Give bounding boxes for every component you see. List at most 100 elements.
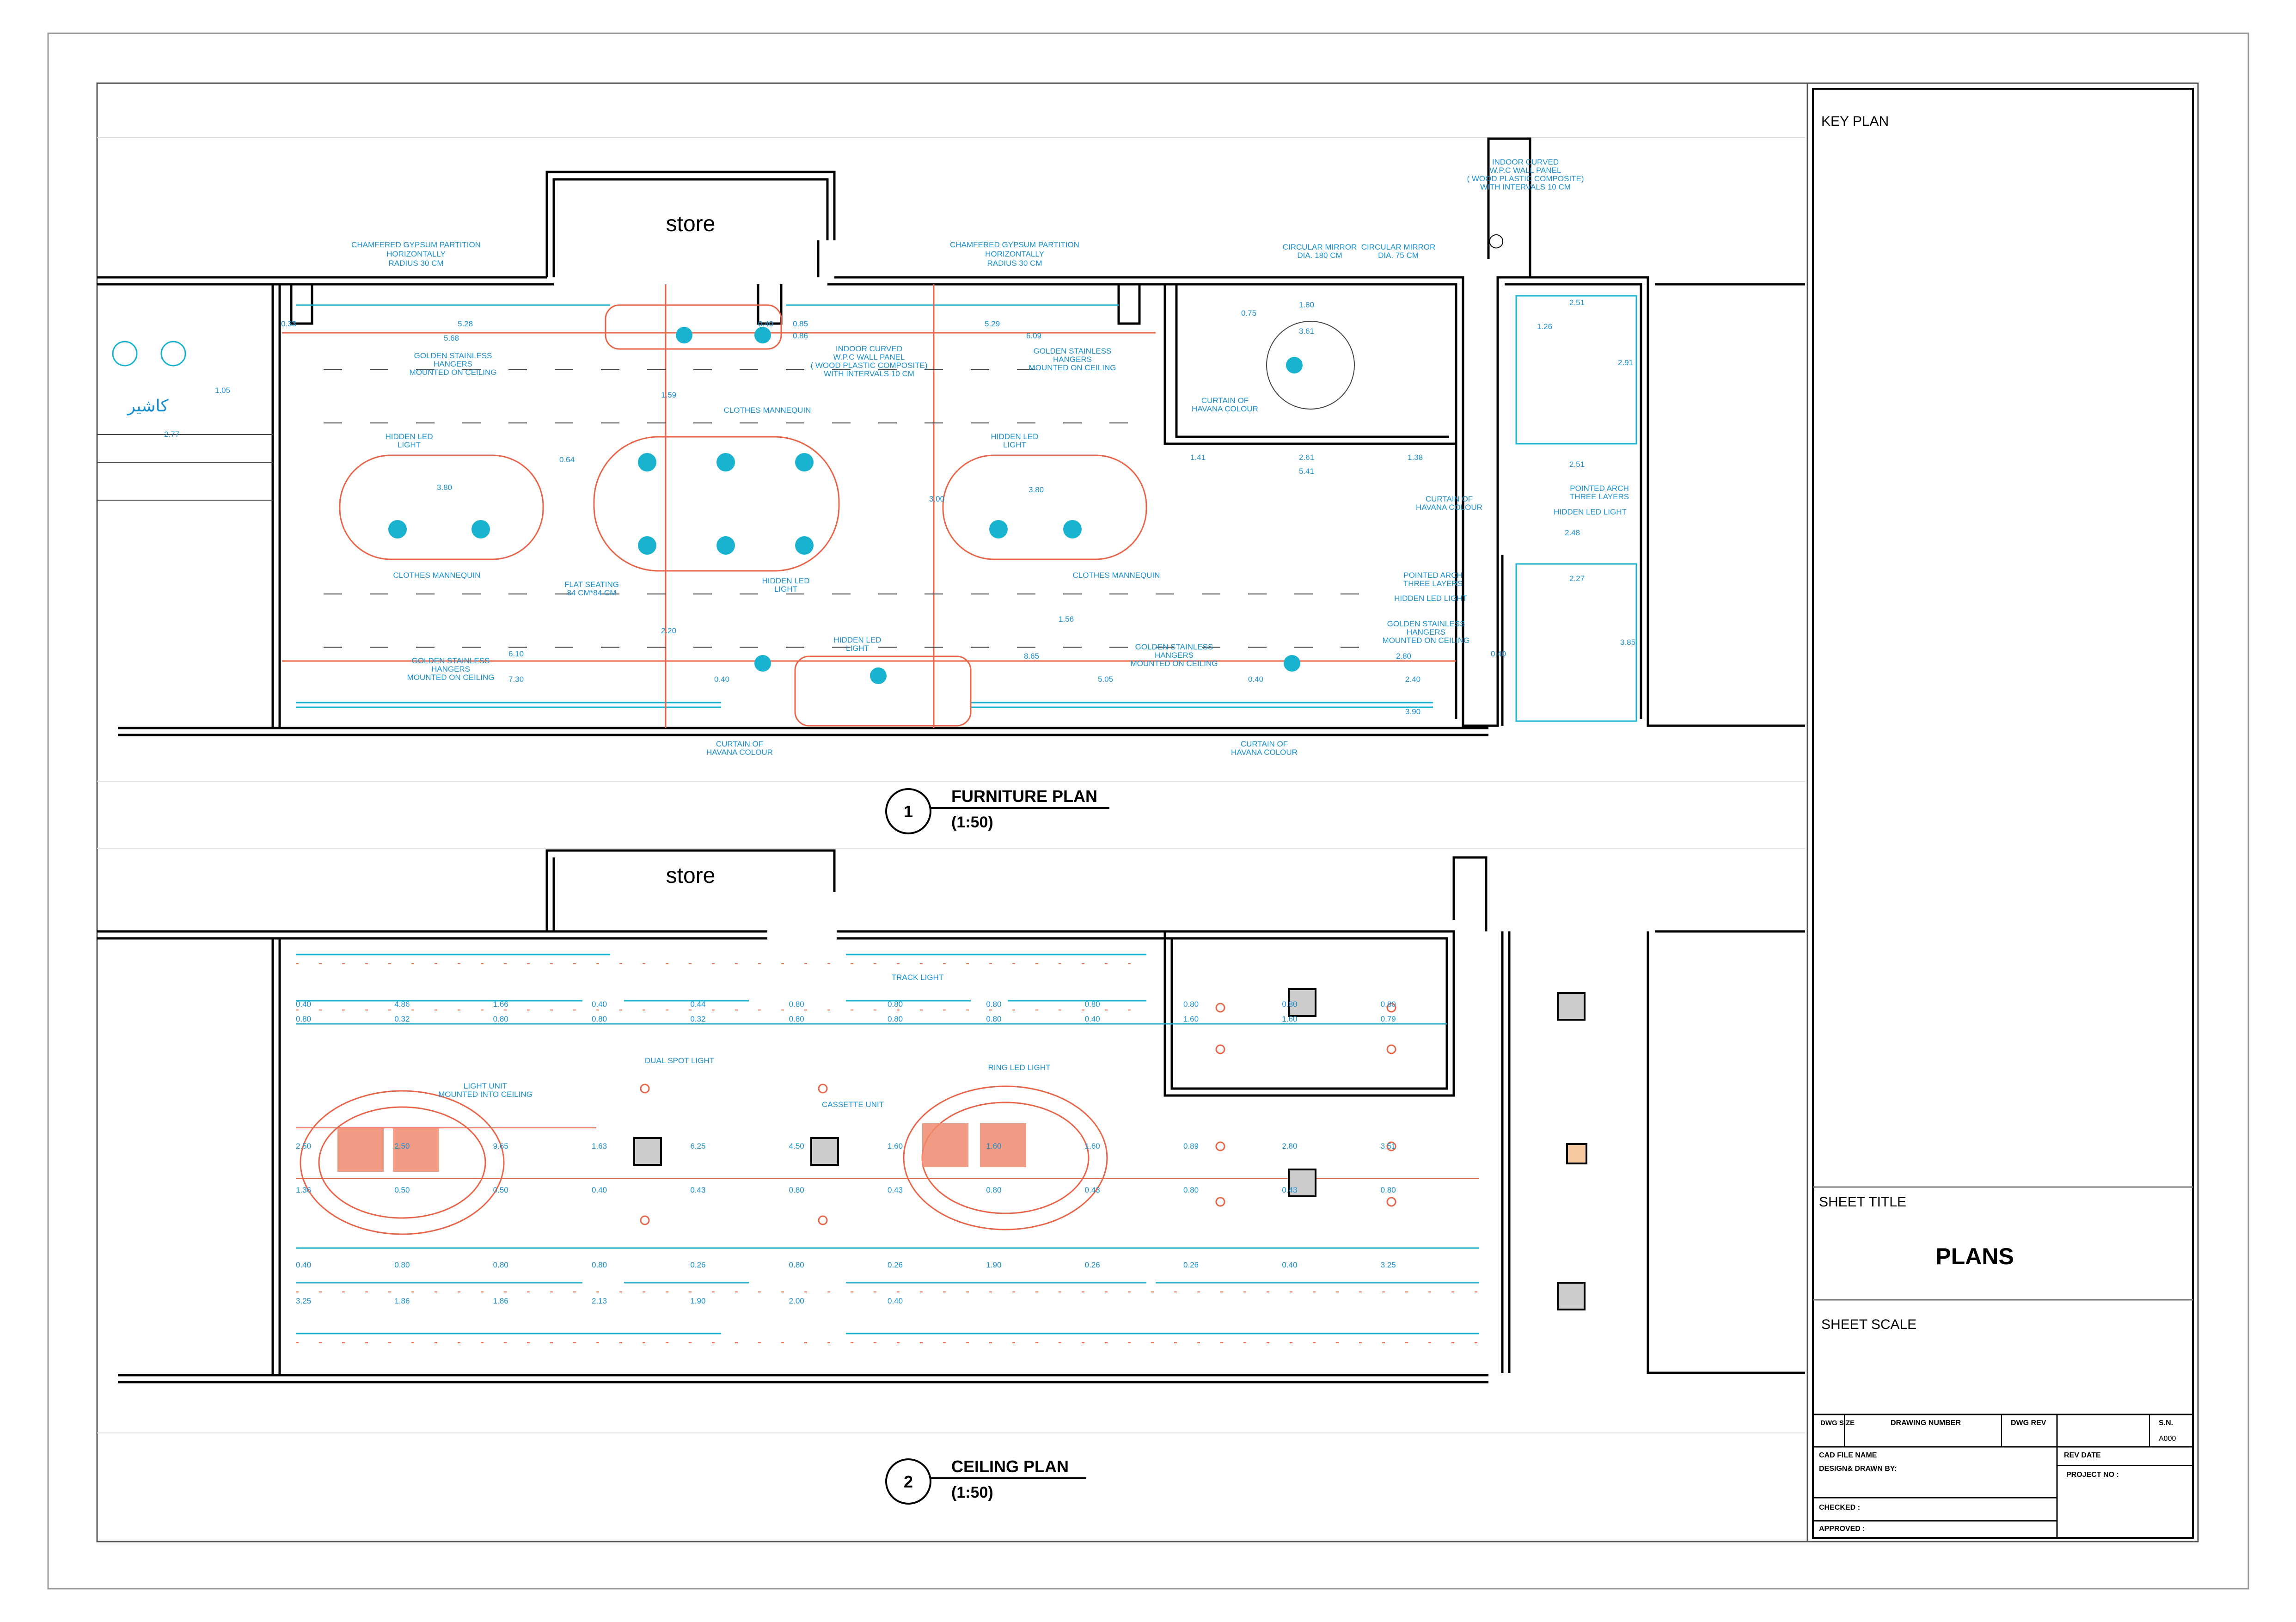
dim: 0.80: [789, 1000, 804, 1009]
dim: 0.40: [1248, 675, 1263, 684]
dim: 5.29: [985, 319, 1000, 328]
dim: 8.65: [1024, 652, 1039, 661]
dim: 1.38: [1408, 453, 1423, 462]
note-line: HORIZONTALLY: [386, 250, 446, 258]
dim: 1.05: [215, 386, 230, 395]
wall-hangers: [296, 304, 1433, 708]
store-label: store: [666, 212, 716, 236]
dim: 4.86: [394, 1000, 410, 1009]
front-wall-2: [118, 1374, 1488, 1383]
note-line: LIGHT: [774, 585, 797, 594]
dim: 1.80: [1299, 300, 1314, 309]
note-line: LIGHT: [846, 644, 869, 653]
note-mannequin-1: CLOTHES MANNEQUIN: [724, 406, 811, 415]
dim: 5.68: [444, 334, 459, 343]
cashier-label: كاشير: [127, 396, 169, 416]
mannequins: [388, 327, 1303, 684]
note-arch-1: POINTED ARCH: [1570, 484, 1629, 493]
dim: 0.89: [1183, 1142, 1199, 1151]
light-units: [337, 1123, 1026, 1172]
note-line: 84 CM*84 CM: [567, 588, 617, 597]
plan2-title: CEILING PLAN: [951, 1457, 1069, 1476]
note-line: ( WOOD PLASTIC COMPOSITE): [1467, 174, 1584, 183]
dwg-rev-label: DWG REV: [2011, 1419, 2046, 1427]
dim: 0.26: [1085, 1261, 1100, 1269]
store-label-2: store: [666, 863, 716, 888]
note-line: HAVANA COLOUR: [706, 748, 773, 757]
note-light-unit: LIGHT UNIT: [464, 1082, 507, 1090]
note-line: HORIZONTALLY: [985, 250, 1044, 258]
dim: 0.80: [789, 1015, 804, 1023]
dim: 1.60: [1085, 1142, 1100, 1151]
dim: 0.80: [592, 1015, 607, 1023]
dim: 0.80: [1183, 1186, 1199, 1194]
dim: 3.25: [296, 1297, 311, 1305]
dim: 2.00: [789, 1297, 804, 1305]
project-no-label: PROJECT NO :: [2066, 1471, 2119, 1479]
dim: 6.25: [690, 1142, 705, 1151]
dim: 3.80: [1029, 485, 1044, 494]
dim: 0.80: [888, 1000, 903, 1009]
note-wpc-1: INDOOR CURVED: [1492, 158, 1559, 166]
dim: 0.33: [281, 319, 296, 328]
note-line: HANGERS: [1053, 355, 1092, 364]
sn-value: A000: [2159, 1435, 2176, 1443]
dim: 0.43: [1085, 1186, 1100, 1194]
dim: 0.80: [1183, 1000, 1199, 1009]
svg-text:CHAMFERED GYPSUM PARTITION: CHAMFERED GYPSUM PARTITION: [351, 240, 481, 249]
dim: 3.00: [929, 495, 944, 503]
note-curtain-2: CURTAIN OF: [1426, 495, 1473, 503]
note-line: W.P.C WALL PANEL: [833, 353, 905, 361]
dim: 2.61: [1299, 453, 1314, 462]
plan2-number-bubble: [885, 1458, 931, 1505]
plan1-title: FURNITURE PLAN: [951, 787, 1097, 806]
store-room-walls: [545, 171, 836, 277]
note-led-5: HIDDEN LED LIGHT: [1394, 594, 1467, 603]
dim: 1.59: [661, 391, 676, 399]
ceiling-plan: store: [97, 848, 1805, 1505]
note-line: W.P.C WALL PANEL: [1490, 166, 1561, 175]
dim: 3.61: [1299, 327, 1314, 336]
dim: 0.43: [1282, 1186, 1297, 1194]
dim: 2.48: [1565, 528, 1580, 537]
plan1-annotations: CHAMFERED GYPSUM PARTITION HORIZONTALLY …: [351, 158, 1629, 757]
dim: 1.90: [690, 1297, 705, 1305]
note-led-4: HIDDEN LED LIGHT: [1554, 508, 1627, 516]
dim: 2.50: [296, 1142, 311, 1151]
plan2-scale: (1:50): [951, 1484, 993, 1501]
note-dual-spot: DUAL SPOT LIGHT: [645, 1056, 714, 1065]
dim: 7.30: [508, 675, 524, 684]
dim: 0.80: [394, 1261, 410, 1269]
note-line: HANGERS: [1407, 628, 1445, 637]
toilet-walls: [1487, 137, 1531, 277]
note-line: HANGERS: [431, 665, 470, 673]
checked-label: CHECKED :: [1819, 1504, 1860, 1512]
furniture-plan: store كاشير: [97, 137, 1805, 834]
dim: 2.91: [1618, 358, 1633, 367]
dim: 0.26: [888, 1261, 903, 1269]
note-line: MOUNTED ON CEILING: [407, 673, 495, 682]
dim: 0.43: [888, 1186, 903, 1194]
rev-date-label: REV DATE: [2064, 1451, 2101, 1459]
inner-border: [96, 82, 2199, 1542]
dim: 3.90: [1405, 707, 1420, 716]
mannequin-platform-left: [339, 454, 544, 560]
dim: 1.66: [493, 1000, 508, 1009]
dim: 1.41: [1190, 453, 1206, 462]
dim: 0.43: [690, 1186, 705, 1194]
dim: 5.41: [1299, 467, 1314, 476]
outer-border: [47, 32, 2249, 1590]
note-curtain-3: CURTAIN OF: [716, 740, 763, 748]
note-mannequin-2: CLOTHES MANNEQUIN: [393, 571, 481, 580]
note-hangers-5: GOLDEN STAINLESS: [1387, 619, 1465, 628]
dim: 6.09: [1026, 331, 1041, 340]
dim: 5.28: [458, 319, 473, 328]
dim: 4.50: [789, 1142, 804, 1151]
note-line: RADIUS 30 CM: [388, 259, 443, 268]
dim: 2.80: [1282, 1142, 1297, 1151]
note-line: MOUNTED INTO CEILING: [438, 1090, 533, 1099]
dim: 2.51: [1569, 298, 1585, 307]
approved-label: APPROVED :: [1819, 1525, 1865, 1533]
note-cassette-unit: CASSETTE UNIT: [822, 1100, 884, 1109]
